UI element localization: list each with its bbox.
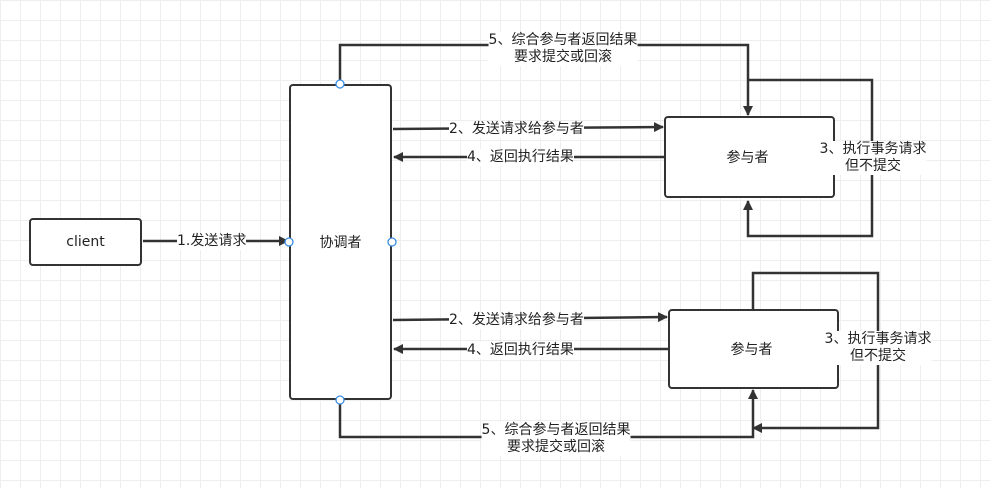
label-commit-line2: 要求提交或回滚 <box>506 439 605 455</box>
label-execute-no-commit-top: 3、执行事务请求 但不提交 <box>819 141 927 175</box>
label-commit-line1: 5、综合参与者返回结果 <box>481 422 631 438</box>
edge-execute-no-commit-bottom[interactable] <box>751 271 880 433</box>
client-node[interactable]: client <box>29 218 142 266</box>
label-commit-or-rollback-bottom: 5、综合参与者返回结果 要求提交或回滚 <box>481 422 631 456</box>
label-execute-line2: 但不提交 <box>849 348 906 364</box>
label-return-result-top: 4、返回执行结果 <box>467 149 574 166</box>
coordinator-label: 协调者 <box>319 235 362 251</box>
participant-node-top[interactable]: 参与者 <box>664 116 835 198</box>
label-commit-or-rollback-top: 5、综合参与者返回结果 要求提交或回滚 <box>488 32 638 66</box>
label-commit-line2: 要求提交或回滚 <box>513 49 612 65</box>
label-send-to-participant-bottom: 2、发送请求给参与者 <box>449 312 584 329</box>
client-label: client <box>66 234 105 250</box>
label-execute-line2: 但不提交 <box>844 158 901 174</box>
edge-execute-no-commit-top[interactable] <box>743 78 874 238</box>
participant-bottom-label: 参与者 <box>730 342 773 358</box>
label-send-request: 1.发送请求 <box>177 233 247 250</box>
label-return-result-bottom: 4、返回执行结果 <box>467 342 574 359</box>
label-send-to-participant-top: 2、发送请求给参与者 <box>449 121 584 138</box>
label-execute-line1: 3、执行事务请求 <box>819 141 927 157</box>
participant-node-bottom[interactable]: 参与者 <box>668 309 839 389</box>
label-execute-line1: 3、执行事务请求 <box>824 331 932 347</box>
coordinator-node[interactable]: 协调者 <box>289 84 392 400</box>
label-execute-no-commit-bottom: 3、执行事务请求 但不提交 <box>824 331 932 365</box>
participant-top-label: 参与者 <box>726 150 769 166</box>
label-commit-line1: 5、综合参与者返回结果 <box>488 32 638 48</box>
